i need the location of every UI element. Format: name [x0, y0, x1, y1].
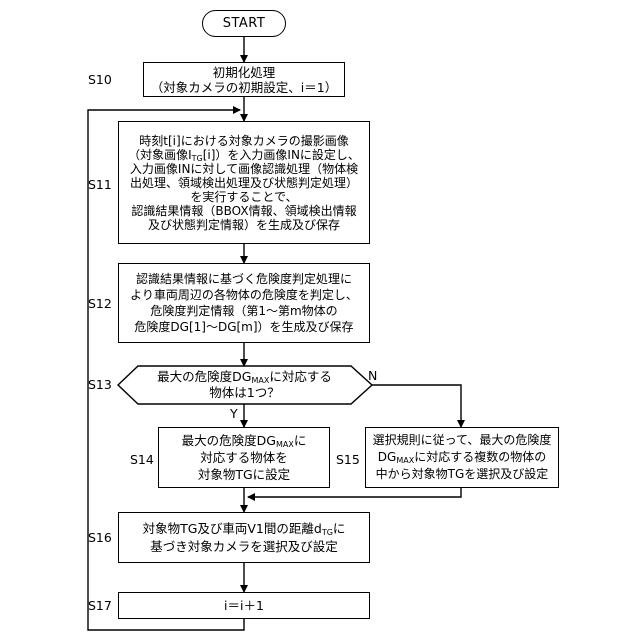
s10-line-2: （対象カメラの初期設定、i＝1）	[151, 80, 337, 95]
s11-line-4: 出処理、領域検出処理及び状態判定処理）	[130, 176, 358, 190]
s12-line-4: 危険度DG[1]～DG[m]）を生成及び保存	[134, 319, 353, 335]
arrow-s13-no-to-s15	[372, 385, 461, 427]
step-label-s15: S15	[336, 452, 360, 468]
s16-select-camera-box: 対象物TG及び車両V1間の距離dTGに 基づき対象カメラを選択及び設定	[118, 512, 370, 563]
s12-line-1: 認識結果情報に基づく危険度判定処理に	[136, 271, 352, 287]
arrow-s15-to-merge	[248, 487, 461, 497]
step-label-s14: S14	[130, 452, 154, 468]
s12-risk-assessment-box: 認識結果情報に基づく危険度判定処理に より車両周辺の各物体の危険度を判定し、 危…	[118, 263, 370, 343]
start-terminal: START	[202, 10, 286, 37]
s14-line-1: 最大の危険度DGMAXに	[182, 432, 307, 449]
s14-line-2: 対応する物体を	[200, 449, 288, 466]
s14-set-target-box: 最大の危険度DGMAXに 対応する物体を 対象物TGに設定	[158, 427, 330, 488]
step-label-s16: S16	[88, 530, 112, 546]
s15-line-3: 中から対象物TGを選択及び設定	[376, 466, 549, 483]
s15-line-2: DGMAXに対応する複数の物体の	[378, 449, 546, 466]
s13-decision-text: 最大の危険度DGMAXに対応する 物体は1つ？	[138, 366, 351, 404]
s11-line-2: （対象画像ITG[i]）を入力画像INに設定し、	[128, 148, 360, 162]
s12-line-2: より車両周辺の各物体の危険度を判定し、	[130, 287, 358, 303]
s11-line-7: 及び状態判定情報）を生成及び保存	[148, 218, 340, 232]
s15-select-target-box: 選択規則に従って、最大の危険度 DGMAXに対応する複数の物体の 中から対象物T…	[365, 427, 559, 488]
step-label-s10: S10	[88, 72, 112, 88]
step-label-s13: S13	[88, 377, 112, 393]
s12-line-3: 危険度判定情報（第1～第m物体の	[150, 303, 337, 319]
s17-increment-box: i＝i＋1	[118, 592, 370, 619]
s13-line-2: 物体は1つ？	[209, 385, 279, 401]
s11-line-3: 入力画像INに対して画像認識処理（物体検	[130, 162, 358, 176]
s13-line-1: 最大の危険度DGMAXに対応する	[157, 369, 332, 385]
s11-image-recognition-box: 時刻t[i]における対象カメラの撮影画像 （対象画像ITG[i]）を入力画像IN…	[118, 121, 370, 244]
s10-initialize-box: 初期化処理 （対象カメラの初期設定、i＝1）	[143, 62, 345, 97]
step-label-s17: S17	[88, 598, 112, 614]
s13-no-label: N	[368, 368, 377, 383]
s17-line-1: i＝i＋1	[224, 597, 264, 614]
s14-line-3: 対象物TGに設定	[198, 466, 290, 483]
s10-line-1: 初期化処理	[213, 65, 276, 80]
s16-line-1: 対象物TG及び車両V1間の距離dTGに	[143, 520, 346, 538]
s11-line-6: 認識結果情報（BBOX情報、領域検出情報	[131, 204, 356, 218]
step-label-s11: S11	[88, 177, 112, 193]
s11-line-1: 時刻t[i]における対象カメラの撮影画像	[139, 134, 348, 148]
s11-line-5: を実行することで、	[190, 190, 297, 204]
s15-line-1: 選択規則に従って、最大の危険度	[373, 432, 552, 449]
s16-line-2: 基づき対象カメラを選択及び設定	[150, 538, 338, 556]
start-label: START	[223, 15, 266, 32]
s13-yes-label: Y	[230, 406, 238, 421]
step-label-s12: S12	[88, 296, 112, 312]
